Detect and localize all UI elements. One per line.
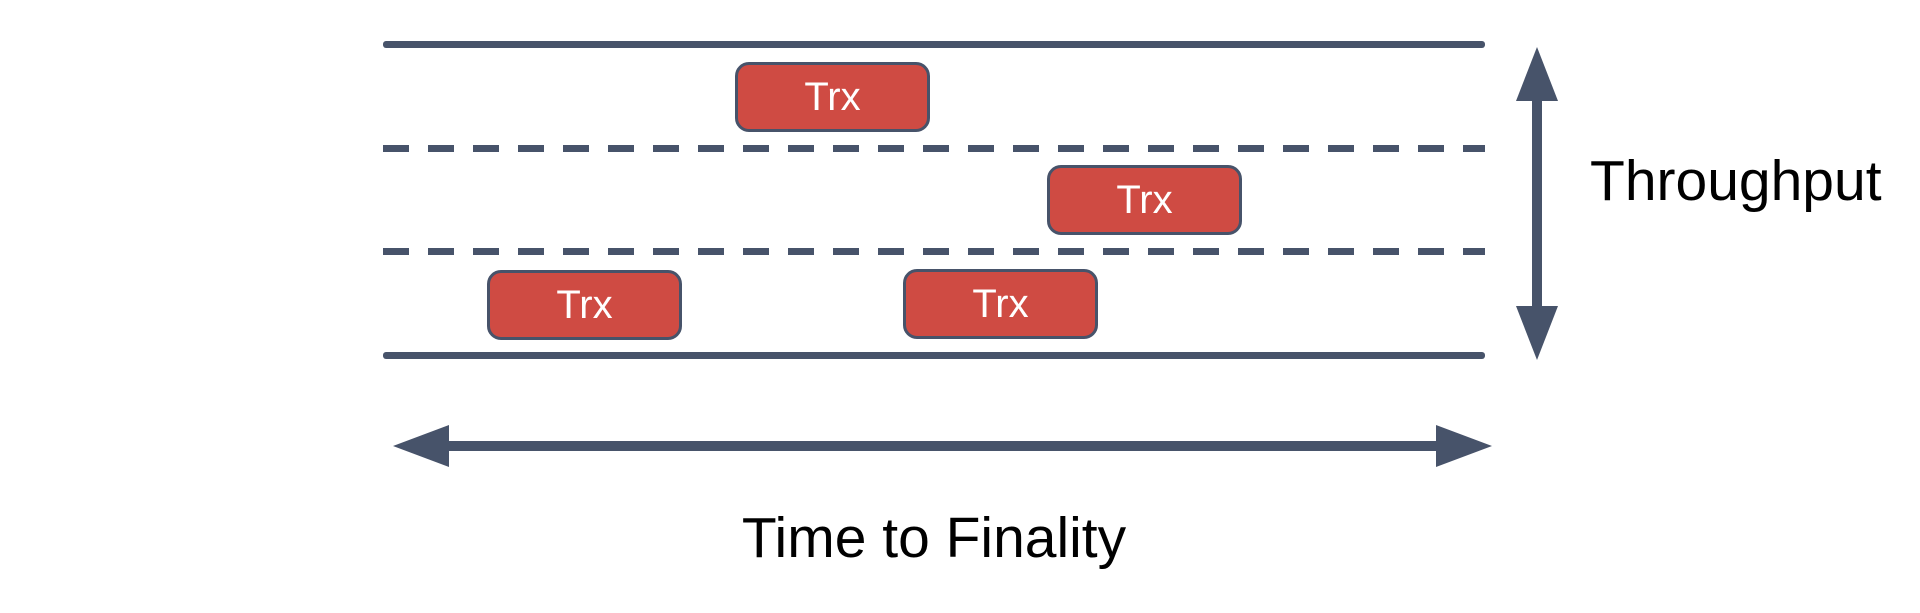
lane-divider-2 [383,248,1485,255]
throughput-arrow-up-head-icon [1516,47,1558,101]
throughput-arrow-shaft [1532,97,1542,310]
trx-box-middle-lane: Trx [1047,165,1242,235]
trx-box-bottom-lane-left: Trx [487,270,682,340]
finality-arrow-right-head-icon [1436,425,1492,467]
trx-box-bottom-lane-right: Trx [903,269,1098,339]
throughput-arrow-down-head-icon [1516,306,1558,360]
time-to-finality-label: Time to Finality [741,506,1127,570]
lane-divider-1 [383,145,1485,152]
finality-arrow-left-head-icon [393,425,449,467]
throughput-label: Throughput [1590,149,1882,213]
trx-box-top-lane: Trx [735,62,930,132]
lane-boundary-top [383,41,1485,48]
lane-boundary-bottom [383,352,1485,359]
finality-arrow-shaft [447,441,1438,451]
